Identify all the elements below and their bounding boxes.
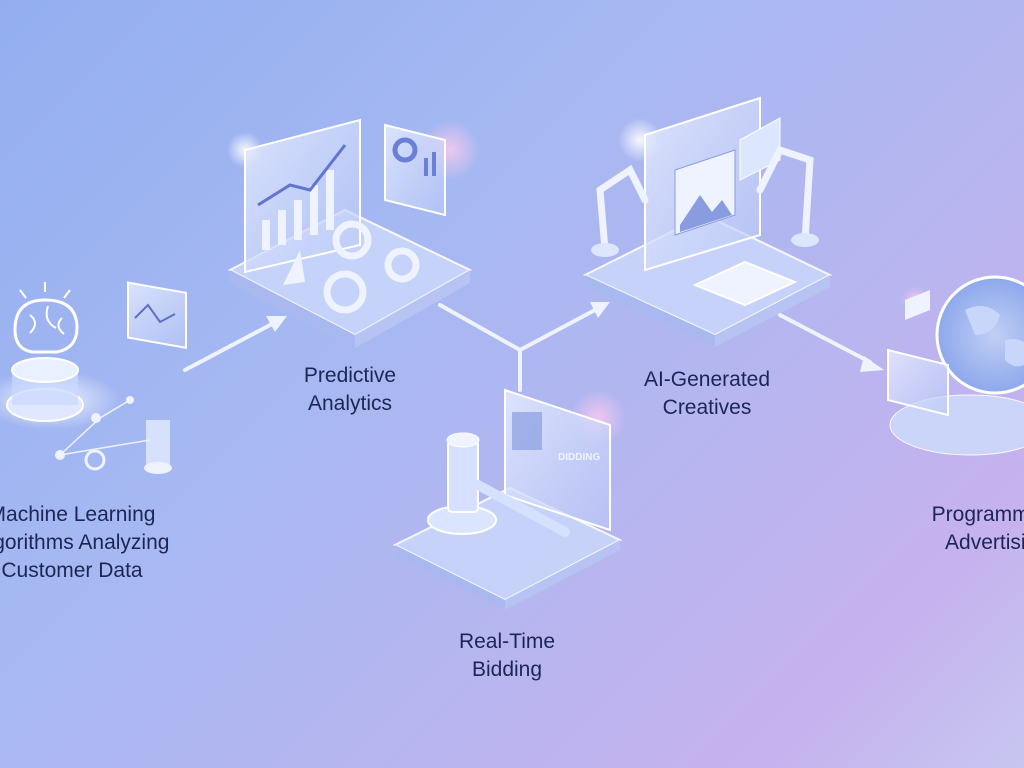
label-line: Bidding <box>471 658 543 681</box>
arrow-ml-to-predictive <box>183 322 274 372</box>
label-line: Real-Time <box>458 630 556 653</box>
connector-predictive-junction <box>438 303 522 352</box>
label-ai-generated-creatives: AI-Generated Creatives <box>644 366 770 422</box>
label-line: Customer Data <box>1 559 143 582</box>
label-real-time-bidding: Real-Time Bidding <box>459 628 555 684</box>
bidding-screen-text: DIDDING <box>558 452 600 463</box>
gear-icon <box>323 220 420 314</box>
label-line: Machine Learning <box>0 503 156 526</box>
label-line: Creatives <box>662 396 752 419</box>
arrow-junction-to-creatives <box>518 308 597 352</box>
ml-brain-icon <box>0 281 187 474</box>
label-machine-learning: Machine Learning Algorithms Analyzing Cu… <box>0 501 169 585</box>
label-line: Advertising <box>945 531 1024 554</box>
predictive-analytics-icon <box>227 118 480 348</box>
label-line: Algorithms Analyzing <box>0 531 170 554</box>
label-line: Analytics <box>307 392 393 415</box>
label-line: Programmatic <box>931 503 1024 526</box>
real-time-bidding-icon: DIDDING <box>392 388 626 610</box>
label-predictive-analytics: Predictive Analytics <box>304 362 396 418</box>
connector-arrows <box>183 303 872 392</box>
label-programmatic-advertising: Programmatic Advertising <box>932 501 1024 557</box>
arrow-creatives-to-programmatic <box>778 313 872 364</box>
arrowheads <box>266 302 884 372</box>
label-line: AI-Generated <box>643 368 771 391</box>
ai-creatives-icon <box>582 96 833 347</box>
label-line: Predictive <box>303 364 397 387</box>
programmatic-globe-icon <box>887 275 1024 456</box>
robot-arm-icon <box>596 145 814 254</box>
